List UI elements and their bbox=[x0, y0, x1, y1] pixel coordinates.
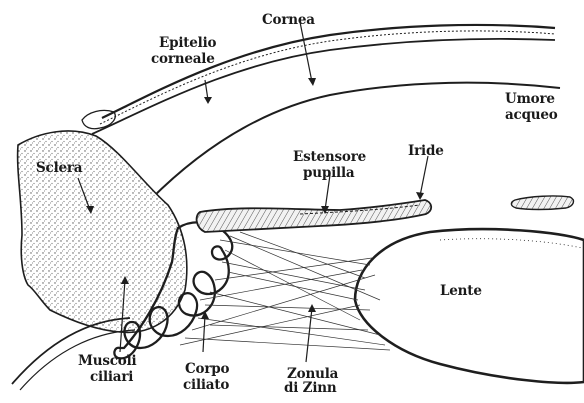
leader-cornea bbox=[300, 22, 312, 82]
iris-fragment-right bbox=[511, 196, 573, 210]
anterior-chamber-boundary bbox=[150, 83, 560, 200]
label-epitelio: Epitelio corneale bbox=[151, 35, 221, 67]
label-lente: Lente bbox=[440, 283, 482, 299]
label-muscoli: Muscoli ciliari bbox=[78, 353, 141, 385]
label-zonula: Zonula di Zinn bbox=[284, 366, 343, 396]
label-sclera: Sclera bbox=[36, 160, 83, 176]
iris bbox=[197, 200, 432, 232]
label-umore: Umore acqueo bbox=[505, 91, 559, 123]
label-corpo: Corpo ciliato bbox=[183, 361, 234, 393]
lens bbox=[355, 229, 584, 383]
label-cornea: Cornea bbox=[262, 12, 315, 28]
label-estensore: Estensore pupilla bbox=[293, 149, 371, 181]
leader-iride bbox=[420, 156, 428, 196]
label-iride: Iride bbox=[408, 143, 444, 159]
leader-corpo bbox=[203, 315, 205, 352]
